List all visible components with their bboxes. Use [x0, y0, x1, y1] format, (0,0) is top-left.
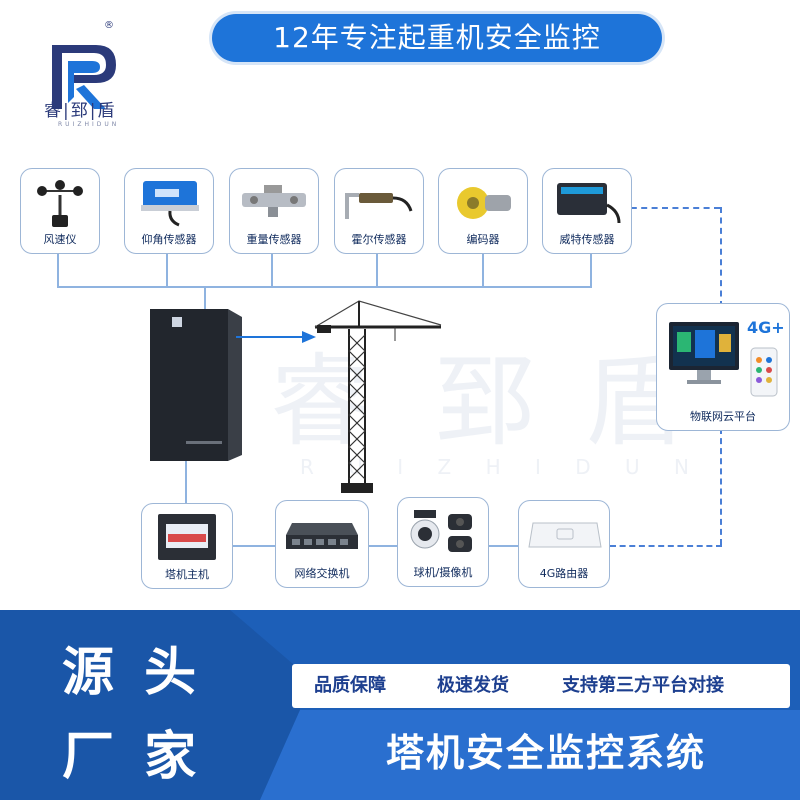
- sensor-card-load: 重量传感器: [229, 168, 319, 254]
- tilt-sensor-icon: [141, 181, 199, 227]
- registered-mark: ®: [104, 20, 114, 31]
- footer-decoration: [0, 610, 800, 800]
- sensor-card-encoder: 编码器: [438, 168, 528, 254]
- connector: [204, 286, 206, 312]
- cloud-label: 物联网云平台: [690, 410, 756, 423]
- dashed-link: [720, 428, 722, 545]
- tower-host-icon: [158, 514, 216, 560]
- feature-quality: 品质保障: [314, 675, 386, 696]
- connector: [271, 254, 273, 287]
- sensor-card-anemometer: 风速仪: [20, 168, 100, 254]
- device-card-switch: 网络交换机: [275, 500, 369, 588]
- router-icon: [528, 522, 602, 548]
- sensor-card-wit: 威特传感器: [542, 168, 632, 254]
- sensor-label: 霍尔传感器: [351, 233, 407, 246]
- connector: [166, 254, 168, 287]
- brand-name: 睿|郅|盾: [44, 101, 117, 121]
- slogan-line1: 源 头: [62, 643, 203, 703]
- device-card-camera: 球机/摄像机: [397, 497, 489, 587]
- dashed-link: [610, 545, 722, 547]
- connector: [590, 254, 592, 287]
- sensor-label: 仰角传感器: [141, 233, 197, 246]
- feature-shipping: 极速发货: [437, 675, 509, 696]
- device-label: 4G路由器: [539, 567, 589, 580]
- cloud-platform-card: 4G+ 物联网云平台: [656, 303, 790, 431]
- connector: [57, 254, 59, 287]
- system-title: 塔机安全监控系统: [385, 731, 706, 775]
- dashed-link: [610, 207, 720, 209]
- connector: [376, 254, 378, 287]
- camera-icon: [410, 510, 472, 552]
- network-switch-icon: [286, 523, 358, 549]
- watermark-glyph: 郅: [435, 343, 535, 460]
- dashed-link: [720, 207, 722, 307]
- device-label: 球机/摄像机: [413, 566, 473, 579]
- brand-subtitle: RUIZHIDUN: [58, 121, 120, 128]
- anemometer-icon: [37, 180, 83, 227]
- wit-sensor-icon: [557, 183, 621, 224]
- brand-logo-icon: [52, 45, 116, 109]
- device-label: 塔机主机: [165, 568, 209, 581]
- sensor-label: 风速仪: [43, 233, 77, 246]
- page-title: 12年专注起重机安全监控: [212, 14, 662, 62]
- device-bus-line: [230, 545, 520, 547]
- encoder-icon: [457, 187, 511, 219]
- device-label: 网络交换机: [294, 567, 350, 580]
- arrow-icon: [236, 331, 316, 343]
- slogan-line2: 厂 家: [62, 727, 203, 787]
- control-cabinet: [150, 309, 242, 461]
- 4g-badge: 4G+: [747, 318, 785, 337]
- phone-icon: [750, 347, 778, 397]
- feature-bar: 品质保障 极速发货 支持第三方平台对接: [292, 664, 790, 708]
- feature-integration: 支持第三方平台对接: [562, 675, 724, 696]
- sensor-bus-line: [57, 286, 592, 288]
- hall-sensor-icon: [345, 193, 413, 219]
- monitor-icon: [669, 322, 739, 384]
- device-card-host: 塔机主机: [141, 503, 233, 589]
- tower-crane-icon: [314, 300, 442, 493]
- sensor-label: 重量传感器: [246, 233, 302, 246]
- sensor-label: 威特传感器: [559, 233, 615, 246]
- load-cell-icon: [242, 185, 306, 217]
- sensor-card-hall: 霍尔传感器: [334, 168, 424, 254]
- sensor-card-tilt: 仰角传感器: [124, 168, 214, 254]
- device-card-router: 4G路由器: [518, 500, 610, 588]
- connector: [185, 458, 187, 504]
- sensor-label: 编码器: [466, 233, 500, 246]
- connector: [482, 254, 484, 287]
